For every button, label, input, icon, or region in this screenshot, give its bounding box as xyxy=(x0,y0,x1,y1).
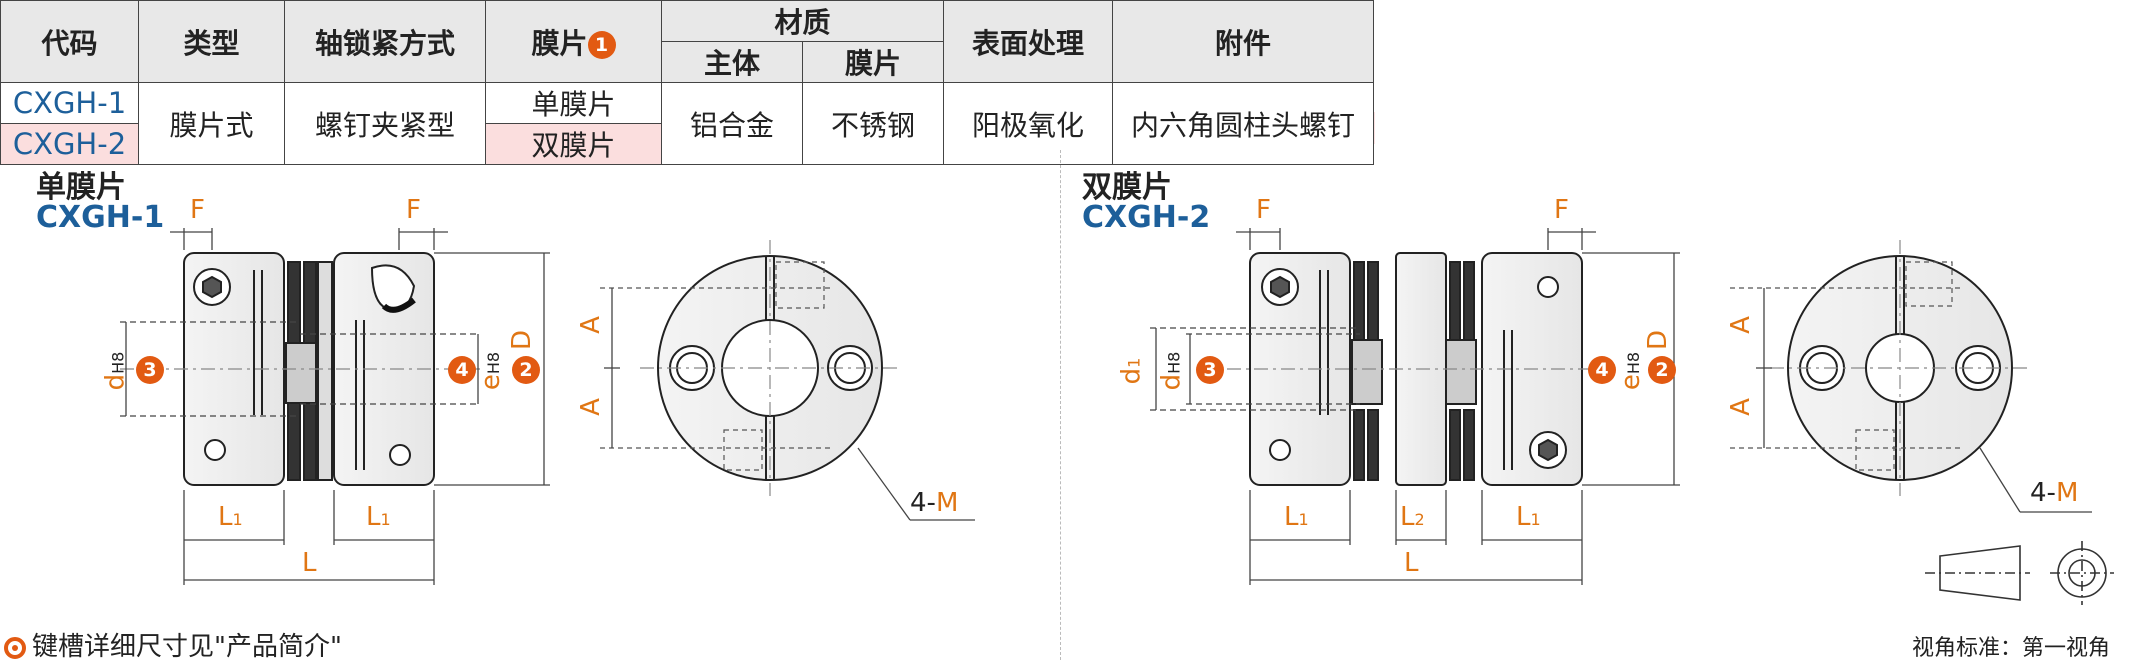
right-label-l1b: L1 xyxy=(1516,502,1541,532)
right-label-l1a: L1 xyxy=(1284,502,1309,532)
right-label-f1: F xyxy=(1256,195,1271,225)
left-label-L: L xyxy=(302,548,317,578)
left-label-l1b: L1 xyxy=(366,502,391,532)
right-view-title: 双膜片 xyxy=(1082,170,1172,205)
right-label-a1: A xyxy=(1725,316,1756,334)
note-bullet-icon xyxy=(4,636,26,659)
col-lock: 轴锁紧方式 xyxy=(284,0,486,83)
left-badge-3: 3 xyxy=(136,356,164,384)
right-badge-2: 2 xyxy=(1648,356,1676,384)
right-label-e: eH8 xyxy=(1616,351,1647,391)
left-label-e: eH8 xyxy=(476,351,507,391)
col-film-label: 膜片 xyxy=(531,26,588,60)
right-badge-3: 3 xyxy=(1196,356,1224,384)
right-label-a2: A xyxy=(1725,398,1756,416)
left-label-f1: F xyxy=(190,195,205,225)
left-label-d: dH8 xyxy=(100,351,131,391)
code-cxgh-2: CXGH-2 xyxy=(0,123,139,165)
col-material: 材质 xyxy=(661,0,944,42)
cell-body-material: 铝合金 xyxy=(661,82,803,165)
cell-film-single: 单膜片 xyxy=(485,82,662,124)
left-label-D: D xyxy=(507,329,538,351)
left-end-view xyxy=(600,240,975,521)
code-cxgh-1: CXGH-1 xyxy=(0,82,139,124)
cell-film-double: 双膜片 xyxy=(485,123,662,165)
col-accessory: 附件 xyxy=(1112,0,1374,83)
left-label-4m: 4-M xyxy=(910,488,959,518)
left-label-a2: A xyxy=(575,398,606,416)
right-label-d1: d1 xyxy=(1116,357,1147,385)
right-badge-4: 4 xyxy=(1588,356,1616,384)
cell-accessory: 内六角圆柱头螺钉 xyxy=(1112,82,1374,165)
cell-lock: 螺钉夹紧型 xyxy=(284,82,486,165)
left-label-l1a: L1 xyxy=(218,502,243,532)
cell-type: 膜片式 xyxy=(138,82,285,165)
left-view-model: CXGH-1 xyxy=(36,200,165,235)
right-label-4m: 4-M xyxy=(2030,478,2079,508)
right-view-model: CXGH-2 xyxy=(1082,200,1211,235)
right-label-D: D xyxy=(1643,329,1674,351)
left-label-f2: F xyxy=(406,195,421,225)
left-label-a1: A xyxy=(575,316,606,334)
cell-surface: 阳极氧化 xyxy=(943,82,1113,165)
right-side-view xyxy=(1150,228,1680,585)
col-code: 代码 xyxy=(0,0,139,83)
left-badge-4: 4 xyxy=(448,356,476,384)
keyway-note: 键槽详细尺寸见"产品简介" xyxy=(4,626,342,663)
right-end-view xyxy=(1730,240,2092,513)
view-divider xyxy=(1060,150,1061,660)
right-label-d: dH8 xyxy=(1156,351,1187,391)
projection-symbol-icon xyxy=(1925,541,2114,605)
right-label-L: L xyxy=(1404,548,1419,578)
left-side-view xyxy=(120,228,550,585)
projection-standard: 视角标准：第一视角 xyxy=(1912,636,2111,661)
right-label-f2: F xyxy=(1554,195,1569,225)
film-badge: 1 xyxy=(587,30,616,59)
left-view-title: 单膜片 xyxy=(36,170,126,205)
col-surface: 表面处理 xyxy=(943,0,1113,83)
cell-film-material: 不锈钢 xyxy=(802,82,944,165)
col-type: 类型 xyxy=(138,0,285,83)
right-label-l2: L2 xyxy=(1400,502,1425,532)
col-material-film: 膜片 xyxy=(802,41,944,83)
left-badge-2: 2 xyxy=(512,356,540,384)
